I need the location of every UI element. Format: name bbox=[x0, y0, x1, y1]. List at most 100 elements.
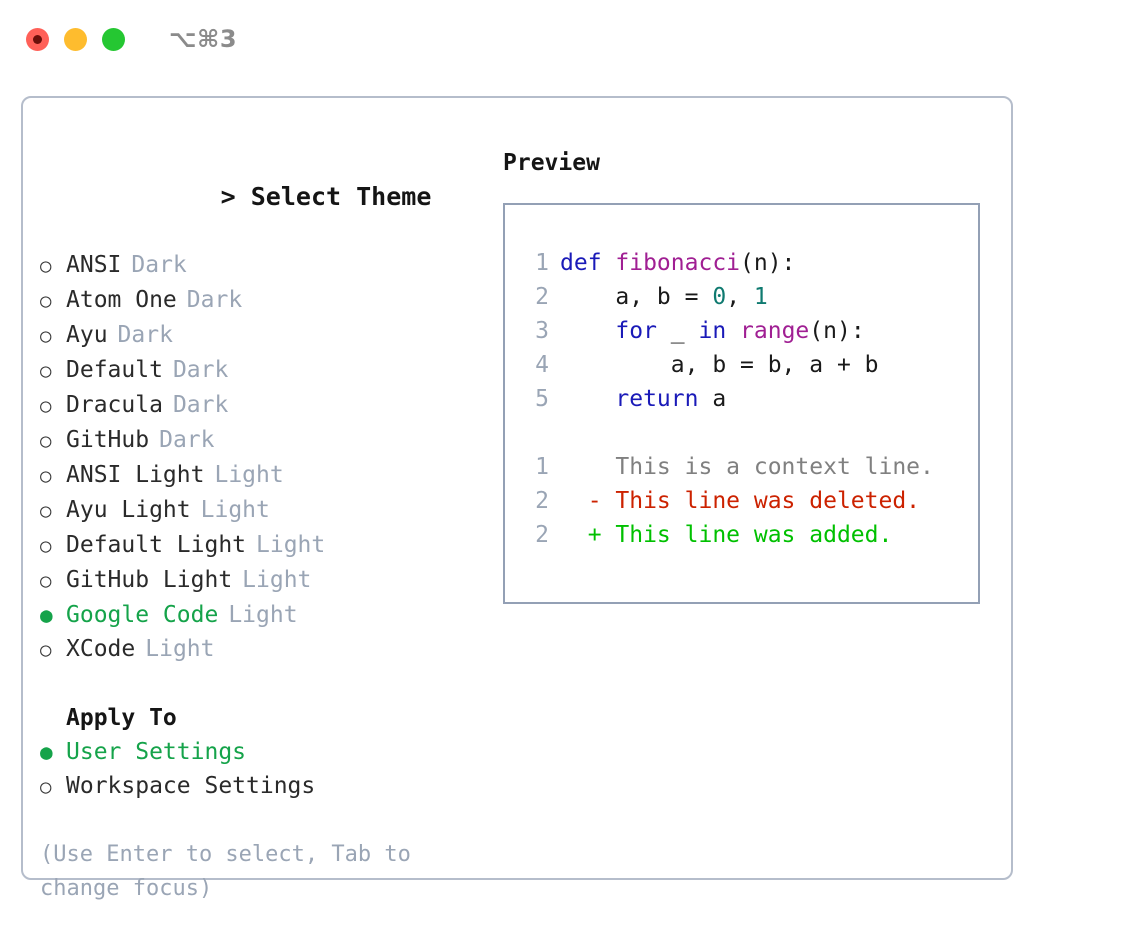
diff-line-number: 1 bbox=[535, 454, 549, 480]
radio-unselected-icon: ○ bbox=[40, 639, 52, 661]
code-token-num: 0 bbox=[712, 284, 727, 310]
code-token-pl: _ bbox=[656, 318, 699, 344]
theme-option-9[interactable]: ○ GitHub Light Light bbox=[40, 563, 489, 598]
theme-option-3[interactable]: ○ Default Dark bbox=[40, 353, 489, 388]
theme-option-label: Google Code bbox=[66, 602, 219, 628]
preview-title: Preview bbox=[503, 150, 600, 176]
radio-selected-icon: ● bbox=[40, 740, 53, 764]
radio-unselected-icon: ○ bbox=[40, 360, 52, 382]
code-line-number: 1 bbox=[535, 250, 549, 276]
diff-line-add: 2 + This line was added. bbox=[519, 518, 978, 552]
keyboard-hint: (Use Enter to select, Tab to change focu… bbox=[40, 842, 425, 901]
diff-line-content: This is a context line. bbox=[560, 454, 934, 480]
theme-option-label: XCode bbox=[66, 636, 136, 662]
list-spacer bbox=[40, 667, 489, 701]
theme-option-label: Ayu Light bbox=[66, 497, 191, 523]
code-token-pl: a, b = bbox=[560, 284, 713, 310]
code-line: 1 def fibonacci(n): bbox=[519, 246, 978, 280]
apply-to-option-label: Workspace Settings bbox=[66, 773, 316, 799]
radio-unselected-icon: ○ bbox=[40, 570, 52, 592]
apply-to-option-list: ●User Settings ○ Workspace Settings bbox=[40, 735, 489, 804]
theme-option-11[interactable]: ○ XCode Light bbox=[40, 632, 489, 667]
theme-option-5[interactable]: ○ GitHub Dark bbox=[40, 423, 489, 458]
code-token-fn: fibonacci bbox=[615, 250, 741, 276]
code-token-fn: range bbox=[740, 318, 810, 344]
theme-option-label: Ayu bbox=[66, 322, 108, 348]
theme-option-label: GitHub bbox=[66, 427, 150, 453]
keyboard-shortcut-label: ⌥⌘3 bbox=[169, 25, 238, 53]
titlebar: ⌥⌘3 bbox=[0, 0, 1140, 78]
theme-option-label: GitHub Light bbox=[66, 567, 233, 593]
diff-line-ctx: 1 This is a context line. bbox=[519, 450, 978, 484]
code-token-kw: def bbox=[560, 250, 616, 276]
theme-option-variant-tag: Dark bbox=[117, 322, 173, 348]
radio-unselected-icon: ○ bbox=[40, 290, 52, 312]
code-line: 2 a, b = 0, 1 bbox=[519, 280, 978, 314]
theme-option-variant-tag: Light bbox=[228, 602, 298, 628]
code-line: 5 return a bbox=[519, 382, 978, 416]
theme-option-2[interactable]: ○ Ayu Dark bbox=[40, 318, 489, 353]
theme-option-label: ANSI Light bbox=[66, 462, 205, 488]
radio-unselected-icon: ○ bbox=[40, 255, 52, 277]
code-token-pl: (n): bbox=[740, 250, 796, 276]
code-token-pl: a, b = b, a + b bbox=[560, 352, 879, 378]
diff-sample: 1 This is a context line.2 - This line w… bbox=[519, 450, 978, 552]
diff-line-content: - This line was deleted. bbox=[560, 488, 921, 514]
code-line-number: 4 bbox=[535, 352, 549, 378]
radio-unselected-icon: ○ bbox=[40, 430, 52, 452]
code-line-content: return a bbox=[560, 382, 726, 416]
code-token-kw: for bbox=[615, 318, 657, 344]
page-title-text: Select Theme bbox=[250, 182, 432, 211]
theme-option-variant-tag: Dark bbox=[159, 427, 215, 453]
theme-option-label: ANSI bbox=[66, 252, 122, 278]
theme-option-7[interactable]: ○ Ayu Light Light bbox=[40, 493, 489, 528]
code-token-pl: a bbox=[698, 386, 727, 412]
theme-option-variant-tag: Light bbox=[242, 567, 312, 593]
theme-option-variant-tag: Light bbox=[145, 636, 215, 662]
theme-option-variant-tag: Light bbox=[200, 497, 270, 523]
code-line-number: 3 bbox=[535, 318, 549, 344]
code-line-number: 5 bbox=[535, 386, 549, 412]
radio-unselected-icon: ○ bbox=[40, 325, 52, 347]
theme-option-variant-tag: Light bbox=[256, 532, 326, 558]
code-line: 3 for _ in range(n): bbox=[519, 314, 978, 348]
theme-option-label: Default bbox=[66, 357, 163, 383]
radio-unselected-icon: ○ bbox=[40, 776, 52, 798]
diff-line-content: + This line was added. bbox=[560, 522, 893, 548]
apply-to-option-0[interactable]: ●User Settings bbox=[40, 735, 489, 769]
close-window-icon[interactable] bbox=[26, 27, 49, 51]
radio-unselected-icon: ○ bbox=[40, 500, 52, 522]
code-line: 4 a, b = b, a + b bbox=[519, 348, 978, 382]
code-token-num: 1 bbox=[753, 284, 768, 310]
theme-option-variant-tag: Dark bbox=[172, 392, 229, 418]
prompt-caret-icon: > bbox=[220, 182, 236, 211]
code-token-pl bbox=[726, 318, 740, 344]
diff-line-number: 2 bbox=[535, 488, 549, 514]
diff-line-number: 2 bbox=[535, 522, 549, 548]
code-line-content: a, b = 0, 1 bbox=[560, 280, 768, 314]
code-token-pl bbox=[560, 318, 615, 344]
code-line-content: def fibonacci(n): bbox=[560, 246, 795, 280]
code-token-kw: in bbox=[698, 318, 727, 344]
apply-to-option-1[interactable]: ○ Workspace Settings bbox=[40, 769, 489, 804]
maximize-window-icon[interactable] bbox=[102, 27, 125, 51]
diff-line-del: 2 - This line was deleted. bbox=[519, 484, 978, 518]
minimize-window-icon[interactable] bbox=[64, 27, 87, 51]
page-title: > Select Theme bbox=[40, 146, 489, 248]
radio-unselected-icon: ○ bbox=[40, 465, 52, 487]
theme-option-variant-tag: Dark bbox=[172, 357, 229, 383]
code-token-pl: , bbox=[726, 284, 754, 310]
